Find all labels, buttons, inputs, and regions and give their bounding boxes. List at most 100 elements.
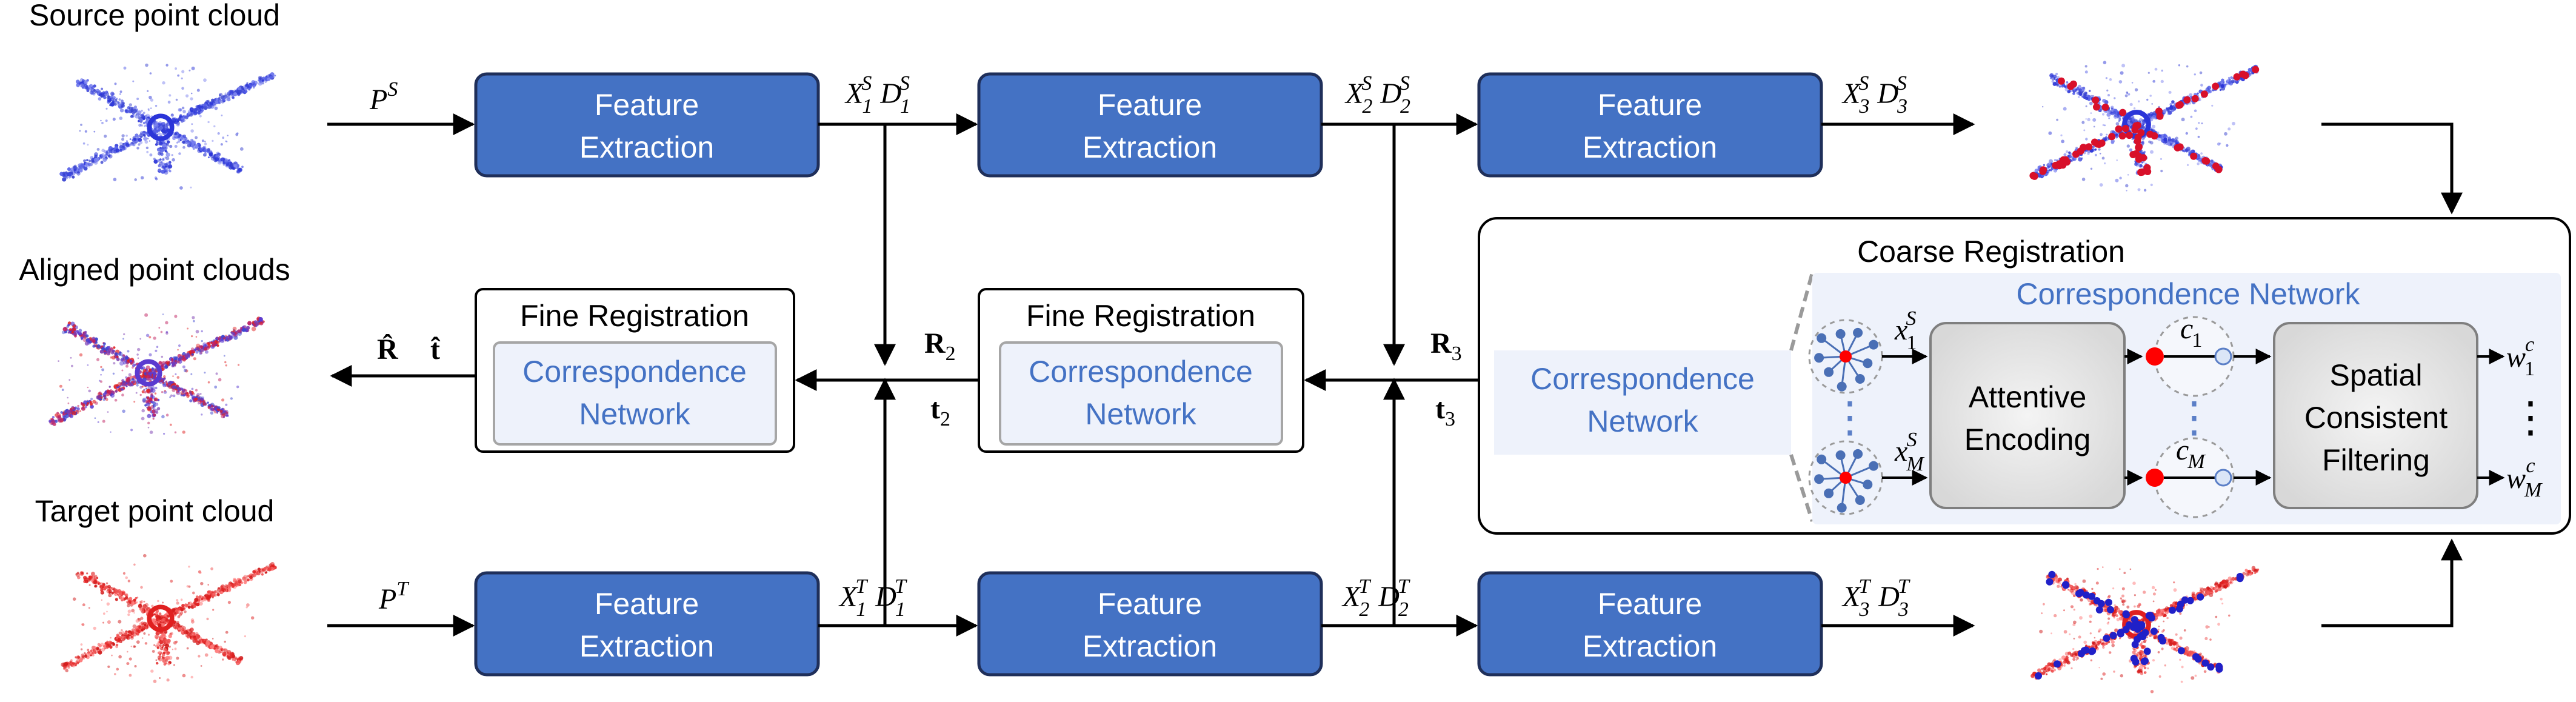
- cloud-point: [146, 396, 150, 399]
- cloud-point: [105, 107, 108, 110]
- cloud-point: [76, 407, 80, 410]
- cloud-point: [125, 364, 128, 368]
- cloud-point: [213, 125, 216, 127]
- cloud-point: [233, 164, 238, 168]
- cloud-point: [193, 351, 195, 353]
- cloud-point: [228, 334, 230, 337]
- cloud-point: [159, 141, 162, 144]
- cloud-point: [223, 355, 225, 357]
- cloud-point: [144, 125, 146, 127]
- cloud-point: [132, 630, 135, 635]
- keypoint: [2108, 133, 2116, 141]
- cloud-point: [107, 588, 111, 592]
- cloud-point: [162, 158, 165, 161]
- cloud-point: [141, 416, 145, 421]
- cloud-point: [2037, 668, 2041, 672]
- cloud-point: [2030, 674, 2035, 678]
- cloud-point: [227, 601, 231, 604]
- cloud-point: [76, 83, 80, 87]
- cloud-point: [191, 387, 194, 390]
- cloud-point: [180, 355, 184, 359]
- cloud-point: [229, 336, 233, 340]
- cloud-point: [174, 647, 177, 650]
- cloud-point: [2169, 104, 2173, 108]
- cloud-point: [175, 98, 178, 101]
- cloud-point: [193, 111, 198, 116]
- cloud-point: [81, 338, 83, 341]
- cloud-point: [132, 141, 135, 144]
- cloud-point: [2163, 142, 2166, 145]
- cloud-point: [67, 666, 70, 669]
- cloud-point: [213, 98, 217, 101]
- cloud-point: [78, 329, 82, 332]
- cloud-point: [164, 390, 166, 392]
- aligned-point-clouds-image: [48, 313, 265, 435]
- cloud-point: [68, 413, 71, 416]
- cloud-point: [103, 342, 106, 346]
- cloud-point: [267, 77, 271, 81]
- cloud-point: [137, 112, 139, 115]
- cloud-point: [158, 129, 161, 132]
- cloud-point: [2138, 100, 2140, 102]
- cloud-point: [225, 160, 229, 164]
- cloud-point: [98, 391, 102, 395]
- cloud-point: [186, 392, 189, 395]
- cloud-point: [2171, 109, 2174, 113]
- cloud-point: [119, 596, 124, 600]
- cloud-point: [164, 614, 167, 617]
- cloud-point: [48, 420, 52, 423]
- cloud-point: [2047, 668, 2050, 672]
- cloud-point: [155, 386, 158, 390]
- cloud-point: [121, 134, 125, 138]
- cloud-point: [2087, 118, 2090, 121]
- cloud-point: [136, 640, 140, 644]
- cloud-point: [2047, 162, 2051, 167]
- cloud-point: [221, 115, 223, 116]
- cloud-point: [189, 142, 193, 145]
- cloud-point: [2089, 101, 2093, 105]
- cloud-point: [269, 75, 273, 79]
- cloud-point: [193, 601, 196, 604]
- keypoint: [2057, 77, 2065, 85]
- cloud-point: [184, 389, 187, 392]
- cloud-point: [102, 612, 105, 615]
- cloud-point: [141, 390, 145, 393]
- cloud-point: [209, 101, 213, 105]
- cloud-point: [2113, 115, 2118, 119]
- cloud-point: [151, 376, 153, 379]
- cloud-point: [2227, 127, 2231, 131]
- cloud-point: [175, 609, 179, 613]
- keypoint: [2029, 172, 2037, 179]
- cloud-point: [79, 83, 84, 88]
- cloud-point: [107, 620, 111, 624]
- cloud-point: [2043, 164, 2046, 166]
- keypoint: [2093, 103, 2100, 111]
- cloud-point: [256, 572, 259, 575]
- cloud-point: [2154, 67, 2158, 71]
- cloud-point: [106, 96, 110, 99]
- cloud-point: [199, 571, 202, 574]
- cloud-point: [120, 358, 123, 361]
- cloud-point: [175, 135, 178, 138]
- cloud-point: [111, 591, 115, 595]
- cloud-point: [121, 629, 123, 632]
- cloud-point: [193, 112, 196, 114]
- cloud-point: [106, 610, 108, 613]
- cloud-point: [141, 176, 144, 179]
- cloud-point: [161, 646, 164, 649]
- cloud-point: [79, 78, 84, 82]
- cloud-point: [244, 635, 246, 638]
- cloud-point: [147, 90, 149, 92]
- cloud-point: [154, 634, 159, 639]
- cloud-point: [2058, 85, 2061, 88]
- cloud-point: [52, 416, 55, 419]
- cloud-point: [124, 359, 127, 363]
- cloud-point: [162, 313, 164, 315]
- cloud-point: [58, 360, 59, 362]
- cloud-point: [95, 646, 99, 651]
- cloud-point: [206, 105, 210, 109]
- cloud-point: [169, 170, 172, 173]
- cloud-point: [156, 127, 159, 130]
- cloud-point: [2100, 133, 2103, 136]
